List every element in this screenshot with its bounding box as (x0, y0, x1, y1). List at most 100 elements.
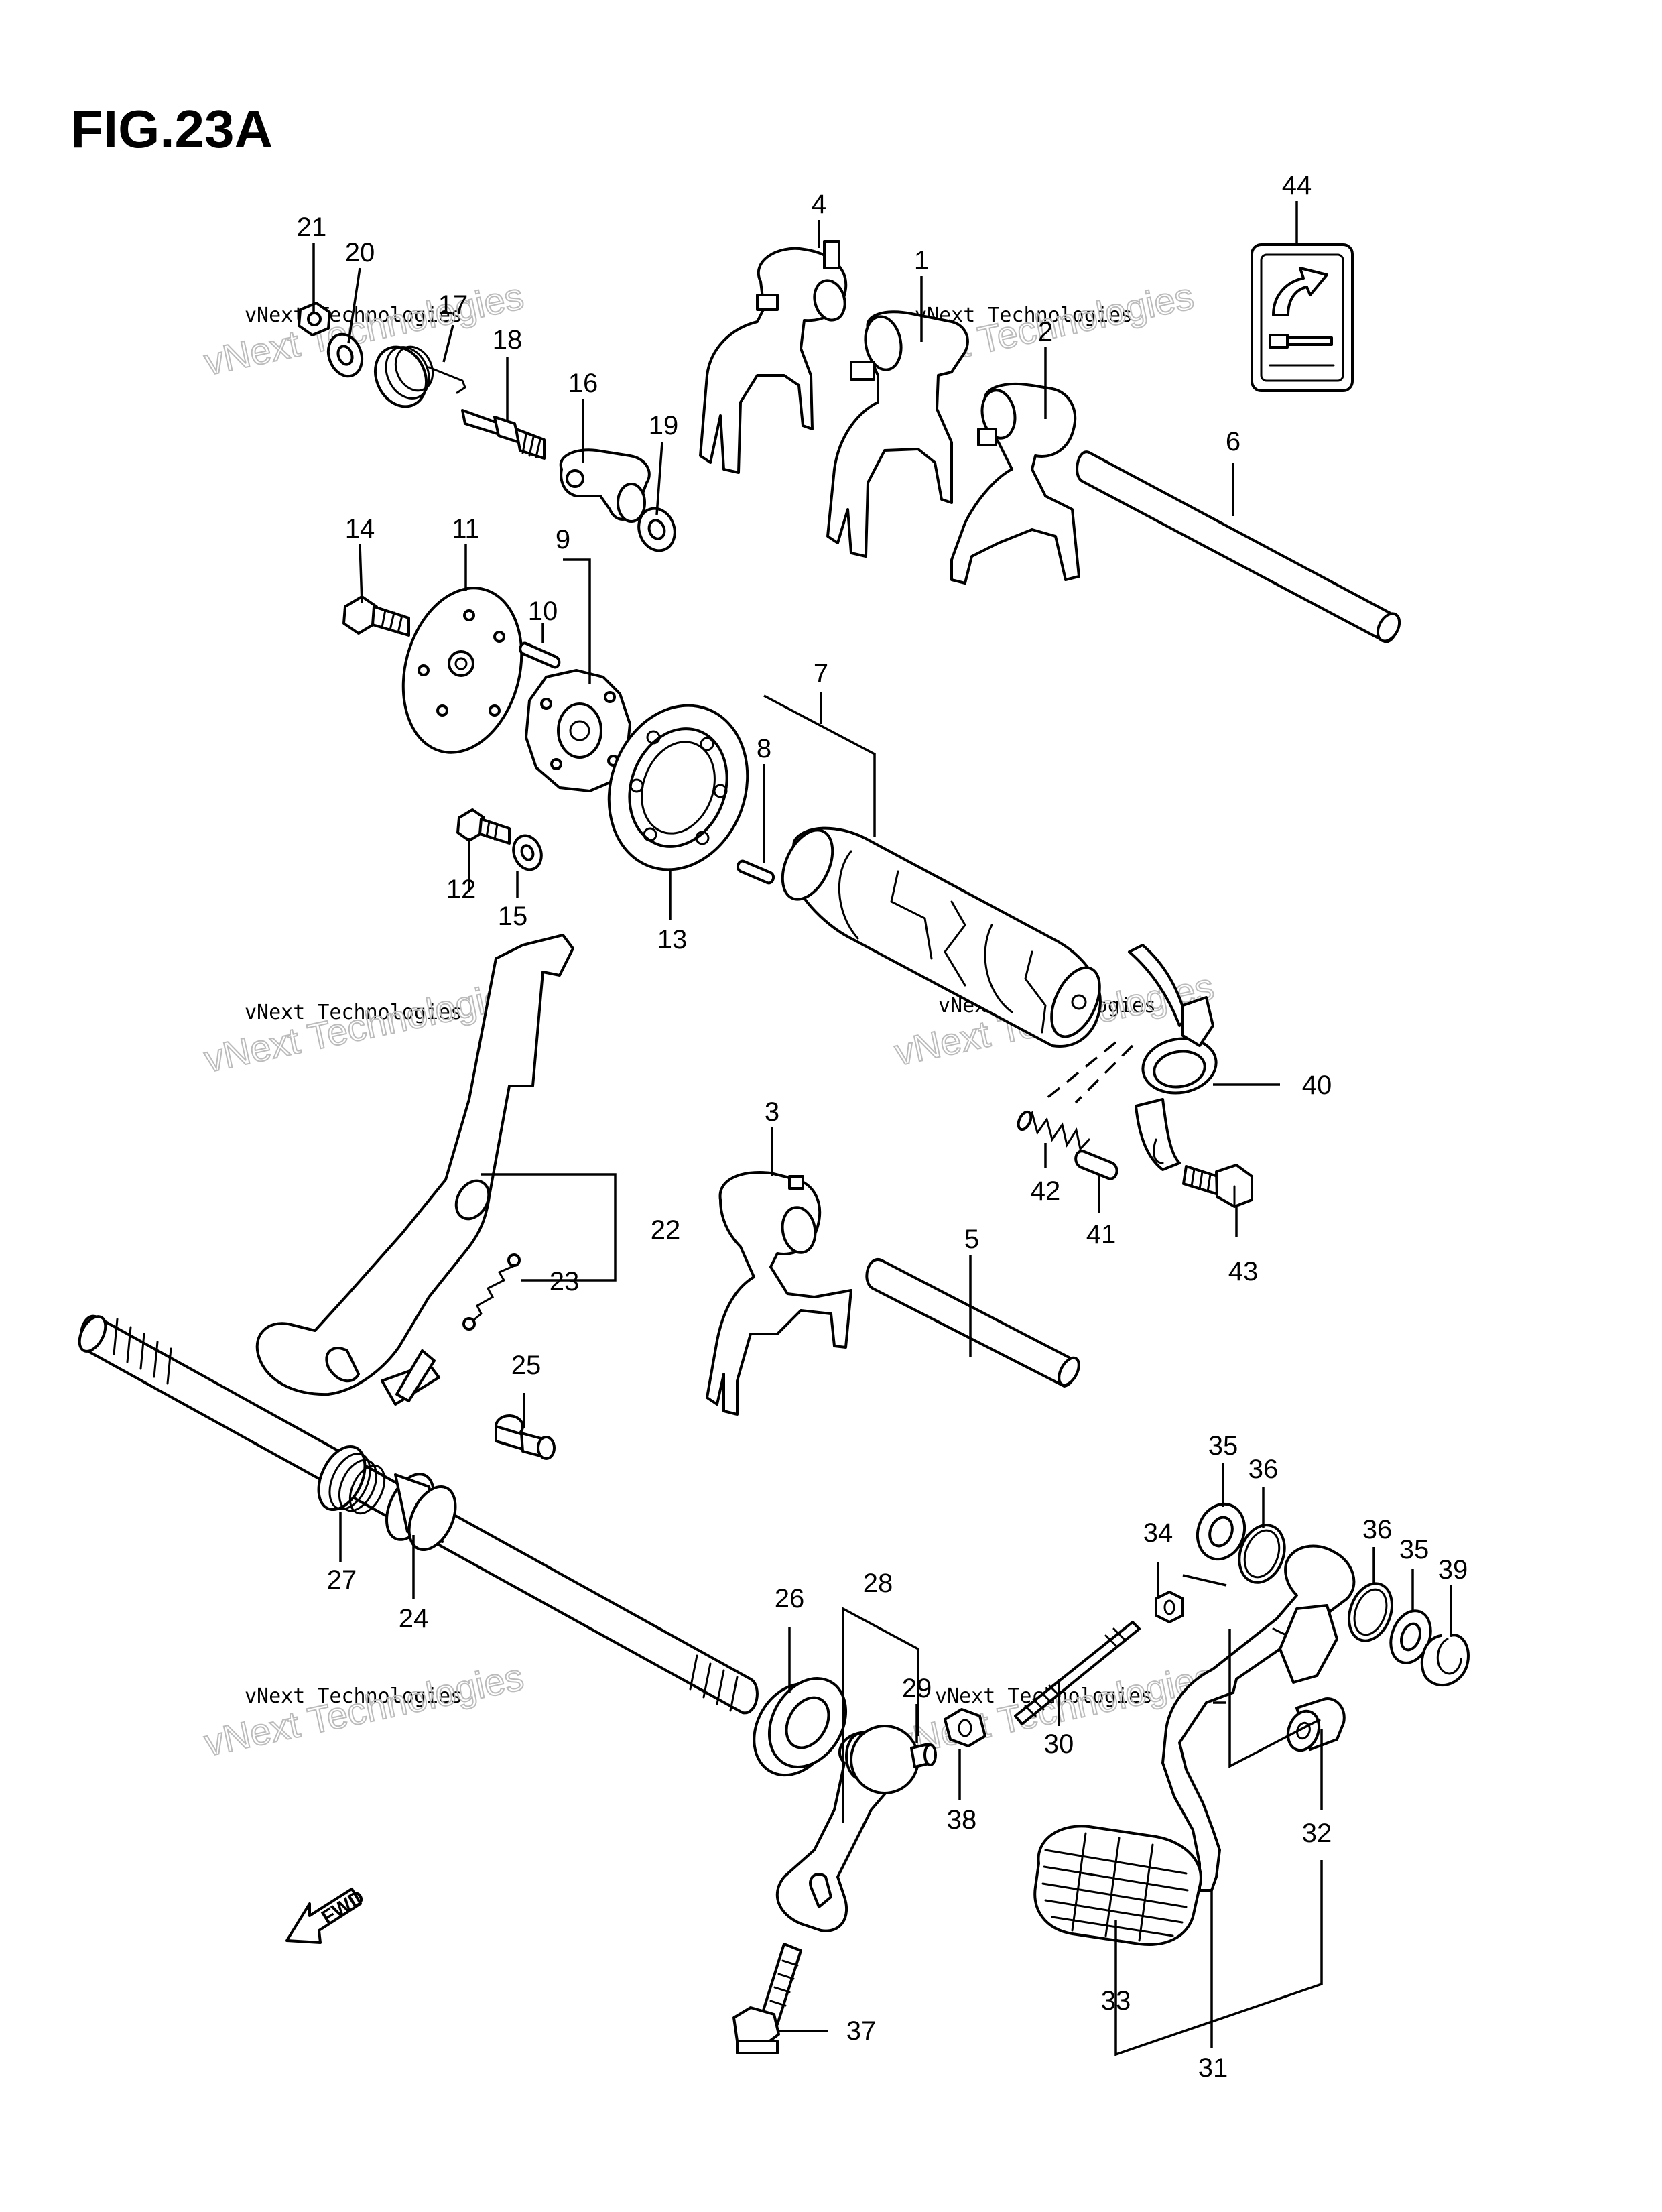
callout-13: 13 (657, 925, 688, 955)
part-17-spring (374, 345, 466, 408)
callout-33: 33 (1101, 1986, 1131, 2016)
callout-23: 23 (550, 1267, 580, 1296)
callout-labels: 4 1 2 44 6 21 20 17 18 16 19 14 11 9 10 … (297, 171, 1468, 2083)
callout-20: 20 (345, 238, 375, 267)
part-9-gearshift-cam (525, 669, 631, 792)
part-11-drum-plate (401, 587, 523, 754)
part-30-link-rod (1014, 1621, 1141, 1725)
part-40-drum-stopper (1128, 944, 1218, 1171)
part-6-fork-shaft (1076, 450, 1401, 643)
part-26-oil-seal (753, 1677, 848, 1777)
callout-42: 42 (1031, 1176, 1061, 1206)
callout-6: 6 (1226, 427, 1240, 456)
part-5-fork-shaft (865, 1257, 1080, 1388)
part-10-pin (519, 641, 561, 669)
part-7-gearshift-cam-drum (781, 826, 1102, 1048)
callout-14: 14 (345, 514, 375, 544)
part-42-spring (1017, 1110, 1090, 1152)
callout-32: 32 (1302, 1819, 1332, 1848)
svg-text:vNext Technologies: vNext Technologies (200, 274, 527, 383)
watermark-top-left: vNext Technologies vNext Technologies (200, 273, 527, 383)
callout-36-upper: 36 (1249, 1455, 1279, 1484)
callout-12: 12 (446, 875, 476, 904)
svg-text:vNext Technologies: vNext Technologies (200, 1655, 527, 1764)
part-24-collar (385, 1473, 457, 1552)
part-34-nut (1155, 1591, 1184, 1623)
callout-25: 25 (511, 1351, 541, 1380)
callout-43: 43 (1228, 1257, 1259, 1286)
callout-28: 28 (863, 1569, 893, 1598)
callout-30: 30 (1044, 1729, 1074, 1759)
callout-35-upper: 35 (1208, 1431, 1238, 1461)
part-23-return-spring (462, 1253, 521, 1331)
part-4-shift-fork (699, 240, 848, 474)
part-18-stud-bolt (461, 409, 546, 460)
part-13-bearing (607, 704, 749, 871)
figure-title: FIG.23A (70, 99, 273, 159)
callout-2: 2 (1038, 317, 1053, 347)
callout-40: 40 (1302, 1070, 1332, 1100)
callout-38: 38 (947, 1805, 977, 1835)
part-8-pin (736, 859, 775, 885)
part-21-nut (298, 302, 331, 336)
callout-11: 11 (452, 514, 480, 544)
callout-34: 34 (1143, 1518, 1173, 1548)
part-29-nut (910, 1743, 937, 1768)
assembly-guide-dashed-line (1044, 1041, 1134, 1104)
part-28-gearshift-lever (775, 1725, 919, 1932)
part-16-arm-plate (559, 448, 651, 523)
callout-44: 44 (1282, 171, 1312, 200)
callout-17: 17 (438, 290, 468, 320)
part-27-spring (317, 1445, 386, 1515)
part-20-washer (326, 332, 364, 378)
part-37-bolt (732, 1943, 802, 2054)
part-39-circlip (1420, 1634, 1470, 1687)
callout-1: 1 (914, 246, 929, 275)
callout-26: 26 (775, 1584, 805, 1613)
callout-3: 3 (765, 1097, 779, 1127)
part-19-washer (637, 507, 676, 552)
part-33-pedal-rubber (1033, 1825, 1202, 1946)
callout-24: 24 (399, 1604, 429, 1634)
callout-10: 10 (528, 597, 558, 626)
callout-22: 22 (651, 1215, 681, 1245)
callout-37: 37 (846, 2016, 877, 2046)
callout-4: 4 (812, 190, 826, 219)
part-35-washer-upper (1196, 1502, 1246, 1561)
part-43-bolt (1182, 1164, 1253, 1208)
part-22-gearshift-shaft (78, 934, 759, 1715)
callout-39: 39 (1438, 1555, 1468, 1585)
callout-29: 29 (902, 1674, 932, 1703)
part-2-shift-fork (950, 382, 1080, 585)
part-41-detent-pin (1074, 1150, 1118, 1180)
callout-16: 16 (568, 369, 598, 398)
leader-lines (312, 201, 1452, 2056)
callout-19: 19 (649, 411, 679, 440)
callout-41: 41 (1086, 1220, 1116, 1249)
fwd-direction-arrow: FWD (285, 1886, 369, 1944)
part-1-shift-fork (826, 310, 969, 558)
part-38-lock-nut (944, 1708, 986, 1747)
part-32-pedal-bolt (1286, 1697, 1346, 1752)
callout-9: 9 (556, 525, 570, 554)
part-36-o-ring-upper (1238, 1524, 1286, 1584)
part-14-bolt (342, 595, 410, 637)
part-25-stopper-bolt (495, 1414, 556, 1460)
part-44-shift-pattern-label (1251, 243, 1354, 392)
svg-text:vNext Technologies: vNext Technologies (245, 1001, 462, 1024)
callout-18: 18 (493, 325, 523, 355)
callout-21: 21 (297, 212, 327, 242)
part-36-o-ring-lower (1348, 1582, 1393, 1642)
callout-7: 7 (814, 659, 828, 688)
part-31-gearshift-pedal (1161, 1544, 1356, 1892)
fwd-label: FWD (318, 1886, 368, 1929)
callout-35-lower: 35 (1399, 1535, 1429, 1564)
callout-27: 27 (327, 1565, 357, 1595)
part-15-washer (512, 834, 543, 871)
callout-5: 5 (964, 1225, 979, 1254)
part-3-shift-fork (706, 1171, 852, 1416)
callout-8: 8 (757, 734, 771, 763)
callout-31: 31 (1198, 2053, 1228, 2083)
callout-36-lower: 36 (1362, 1515, 1393, 1544)
